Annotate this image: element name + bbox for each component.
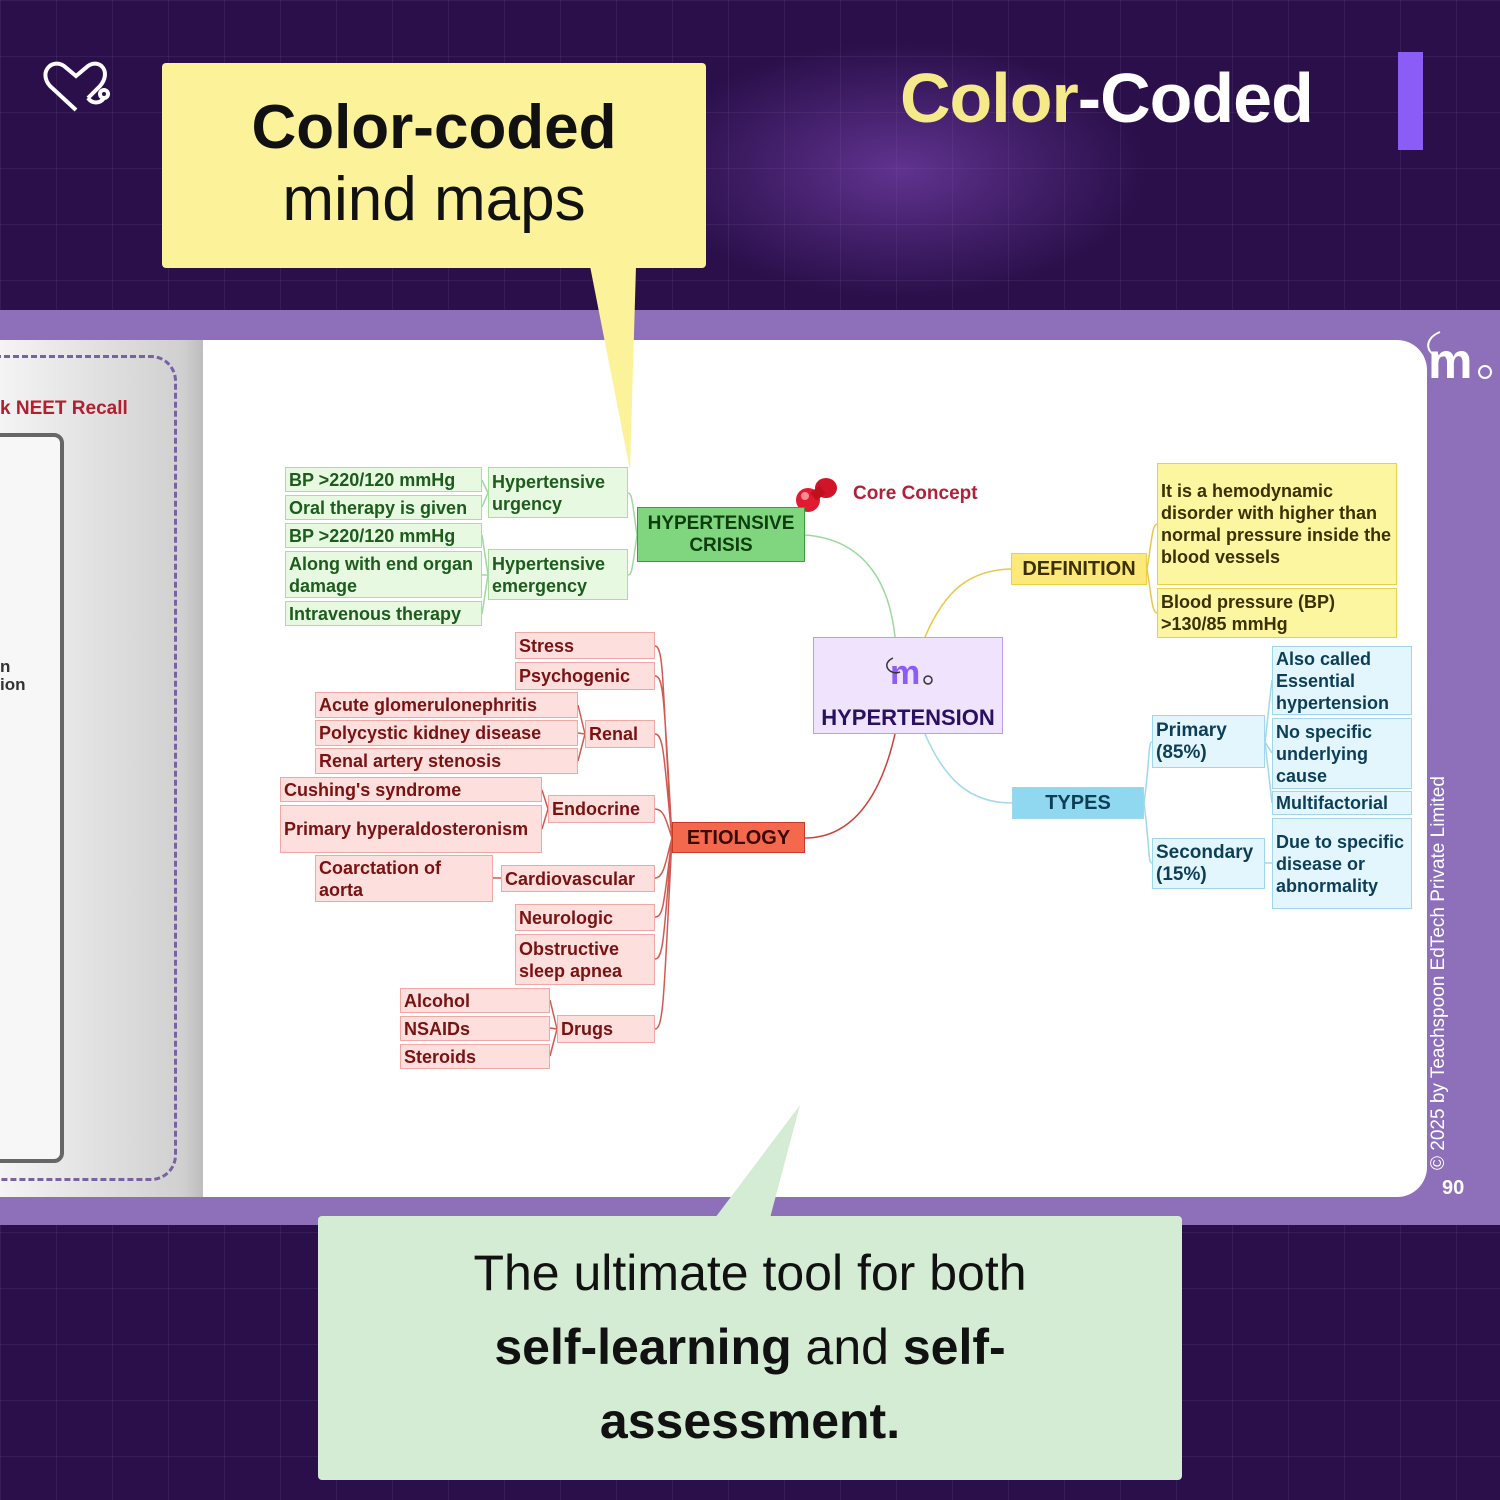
- node-definition[interactable]: DEFINITION: [1011, 553, 1147, 585]
- brand-logo-icon: m: [1427, 331, 1492, 389]
- node-types[interactable]: TYPES: [1012, 787, 1144, 819]
- node-etiology[interactable]: ETIOLOGY: [672, 822, 805, 853]
- callout-bold: assessment.: [599, 1393, 901, 1449]
- callout-bold: self-learning: [494, 1319, 792, 1375]
- callout-text: and: [791, 1319, 903, 1375]
- center-logo-icon: m: [886, 654, 933, 692]
- node-leaf[interactable]: Primary hyperaldosteronism: [280, 805, 542, 853]
- core-concept-label: Core Concept: [853, 483, 978, 504]
- callout-heading: Color-coded: [251, 93, 617, 162]
- node-leaf[interactable]: Cushing's syndrome: [280, 777, 542, 802]
- node-secondary[interactable]: Secondary (15%): [1152, 838, 1265, 889]
- title-part-2: -Coded: [1077, 59, 1314, 137]
- left-text-fragment: ion: [0, 675, 26, 694]
- node-cardiovascular[interactable]: Cardiovascular: [501, 865, 655, 892]
- node-leaf[interactable]: Alcohol: [400, 988, 550, 1013]
- left-page-dashed-frame: [0, 355, 177, 1181]
- node-leaf[interactable]: No specific underlying cause: [1272, 718, 1412, 789]
- node-center[interactable]: HYPERTENSION: [813, 637, 1003, 734]
- node-leaf[interactable]: Acute glomerulonephritis: [315, 692, 578, 718]
- title-part-1: Color: [900, 59, 1079, 137]
- callout-line: The ultimate tool for both: [473, 1245, 1027, 1301]
- node-emergency[interactable]: Hypertensive emergency: [488, 549, 628, 600]
- node-leaf[interactable]: Renal artery stenosis: [315, 748, 578, 774]
- copyright-text: © 2025 by Teachspoon EdTech Private Limi…: [1428, 776, 1449, 1170]
- node-leaf[interactable]: NSAIDs: [400, 1016, 550, 1041]
- node-renal[interactable]: Renal: [585, 720, 655, 748]
- node-psychogenic[interactable]: Psychogenic: [515, 662, 655, 690]
- node-osa[interactable]: Obstructive sleep apnea: [515, 934, 655, 985]
- connector-crisis: [804, 534, 896, 638]
- node-leaf[interactable]: It is a hemodynamic disorder with higher…: [1157, 463, 1397, 585]
- node-neurologic[interactable]: Neurologic: [515, 904, 655, 931]
- node-leaf[interactable]: Polycystic kidney disease: [315, 720, 578, 746]
- left-text-fragment: n: [0, 657, 11, 676]
- node-endocrine[interactable]: Endocrine: [548, 795, 655, 823]
- node-urgency[interactable]: Hypertensive urgency: [488, 467, 628, 518]
- page-number: 90: [1442, 1177, 1465, 1199]
- callout-ultimate-tool: The ultimate tool for both self-learning…: [318, 1216, 1182, 1480]
- background-glow: [650, 40, 1150, 300]
- node-leaf[interactable]: Also called Essential hypertension: [1272, 646, 1412, 715]
- callout-color-coded: Color-coded mind maps: [162, 63, 706, 268]
- callout-pointer: [715, 1105, 800, 1218]
- neet-recall-label: k NEET Recall: [0, 398, 128, 419]
- node-leaf[interactable]: Coarctation of aorta: [315, 855, 493, 902]
- heart-stethoscope-logo-icon: [43, 61, 110, 112]
- node-primary[interactable]: Primary (85%): [1152, 715, 1265, 768]
- connector-definition: [924, 568, 1012, 638]
- node-leaf[interactable]: Steroids: [400, 1044, 550, 1069]
- node-leaf[interactable]: BP >220/120 mmHg: [285, 523, 482, 548]
- node-leaf[interactable]: Due to specific disease or abnormality: [1272, 818, 1412, 909]
- connector-types: [924, 733, 1013, 804]
- node-leaf[interactable]: BP >220/120 mmHg: [285, 467, 482, 492]
- node-stress[interactable]: Stress: [515, 632, 655, 659]
- node-leaf[interactable]: Along with end organ damage: [285, 551, 482, 598]
- node-leaf[interactable]: Oral therapy is given: [285, 495, 482, 520]
- node-leaf[interactable]: Multifactorial: [1272, 791, 1412, 815]
- title-accent-bar: [1398, 52, 1423, 150]
- node-leaf[interactable]: Intravenous therapy: [285, 601, 482, 626]
- connector-etiology: [804, 733, 896, 839]
- callout-bold: self-: [902, 1319, 1006, 1375]
- callout-subheading: mind maps: [282, 165, 586, 234]
- page-title: Color-Coded: [900, 58, 1314, 138]
- svg-text:m: m: [1428, 333, 1472, 389]
- node-drugs[interactable]: Drugs: [557, 1015, 655, 1043]
- left-page-card: [0, 433, 64, 1163]
- node-hypertensive-crisis[interactable]: HYPERTENSIVE CRISIS: [637, 507, 805, 562]
- node-leaf[interactable]: Blood pressure (BP) >130/85 mmHg: [1157, 588, 1397, 638]
- pushpin-icon: [796, 478, 837, 512]
- callout-pointer: [590, 266, 636, 470]
